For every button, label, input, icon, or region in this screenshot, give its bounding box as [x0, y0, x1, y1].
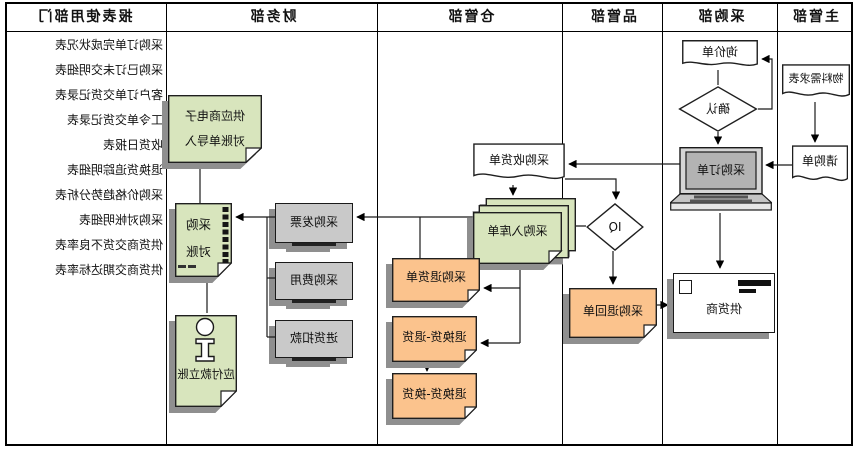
return-exchange-exchange-label: 退换货-换货 — [402, 387, 467, 401]
purchase-order-computer: 采购订单 — [670, 147, 772, 211]
laptop-icon — [670, 147, 772, 211]
binding-icon — [222, 207, 229, 263]
material-request-label: 物料需求表 — [788, 72, 844, 85]
document-shape — [473, 143, 565, 185]
material-request-document: 物料需求表 — [782, 64, 850, 102]
stacked-documents-shape — [473, 198, 576, 264]
address-line-icon — [739, 289, 756, 293]
stamp-icon — [679, 280, 692, 294]
supplier-label: 供货商 — [706, 302, 743, 316]
note-shape — [392, 373, 477, 419]
document-shape — [782, 64, 850, 102]
address-line-icon — [738, 280, 771, 286]
stock-in-note-stack: 采购入库单 — [473, 198, 576, 264]
purchase-request-document: 请购单 — [792, 145, 848, 187]
supplier-e-statement-line2: 对账单导入 — [185, 134, 246, 148]
purchase-return-note-label: 采购退货单 — [406, 270, 467, 284]
payable-entry-label: 应付款立账 — [177, 367, 235, 381]
diamond-shape — [678, 86, 758, 132]
inquiry-document: 询价单 — [682, 40, 758, 70]
document-shape — [682, 40, 758, 70]
receiving-note-document: 采购收货单 — [473, 143, 565, 185]
supplier-e-statement-note: 供应商电子 对账单导入 — [168, 95, 262, 163]
reconciliation-line2: 对账 — [186, 244, 212, 259]
return-exchange-exchange-note: 退换货-换货 — [392, 373, 477, 419]
purchase-return-to-supplier-label: 采购退回单 — [583, 304, 644, 318]
note-shape — [168, 95, 262, 163]
receiving-note-label: 采购收货单 — [489, 153, 550, 167]
note-shape — [175, 315, 237, 407]
note-shape — [392, 316, 477, 362]
dash-mark — [188, 265, 196, 268]
envelope-icon: 供货商 — [673, 273, 775, 333]
purchase-return-to-supplier-note: 采购退回单 — [569, 288, 657, 338]
supplier-e-statement-line1: 供应商电子 — [185, 109, 246, 123]
confirm-label: 确认 — [706, 102, 731, 116]
return-exchange-return-label: 退换货-退货 — [402, 330, 467, 344]
dash-mark — [178, 265, 186, 268]
purchase-request-label: 请购单 — [802, 154, 839, 168]
diamond-shape — [586, 203, 644, 251]
person-icon — [195, 317, 215, 362]
reconciliation-line1: 采购 — [186, 217, 212, 232]
stock-in-note-label: 采购入库单 — [487, 224, 548, 238]
supplier-envelope: 供货商 — [673, 273, 775, 333]
payable-entry-note: 应付款立账 — [175, 315, 237, 407]
purchase-return-note: 采购退货单 — [392, 258, 480, 302]
return-exchange-return-note: 退换货-退货 — [392, 316, 477, 362]
bound-document-shape — [175, 203, 232, 277]
confirm-decision-diamond: 确认 — [678, 86, 758, 132]
note-shape — [569, 288, 657, 338]
note-shape — [392, 258, 480, 302]
purchase-order-label: 采购订单 — [697, 163, 746, 177]
inquiry-label: 询价单 — [702, 45, 739, 59]
iq-label: IQ — [608, 220, 622, 234]
reconciliation-note: 采购 对账 — [175, 203, 232, 277]
iq-decision-diamond: IQ — [586, 203, 644, 251]
document-shape — [792, 145, 848, 187]
